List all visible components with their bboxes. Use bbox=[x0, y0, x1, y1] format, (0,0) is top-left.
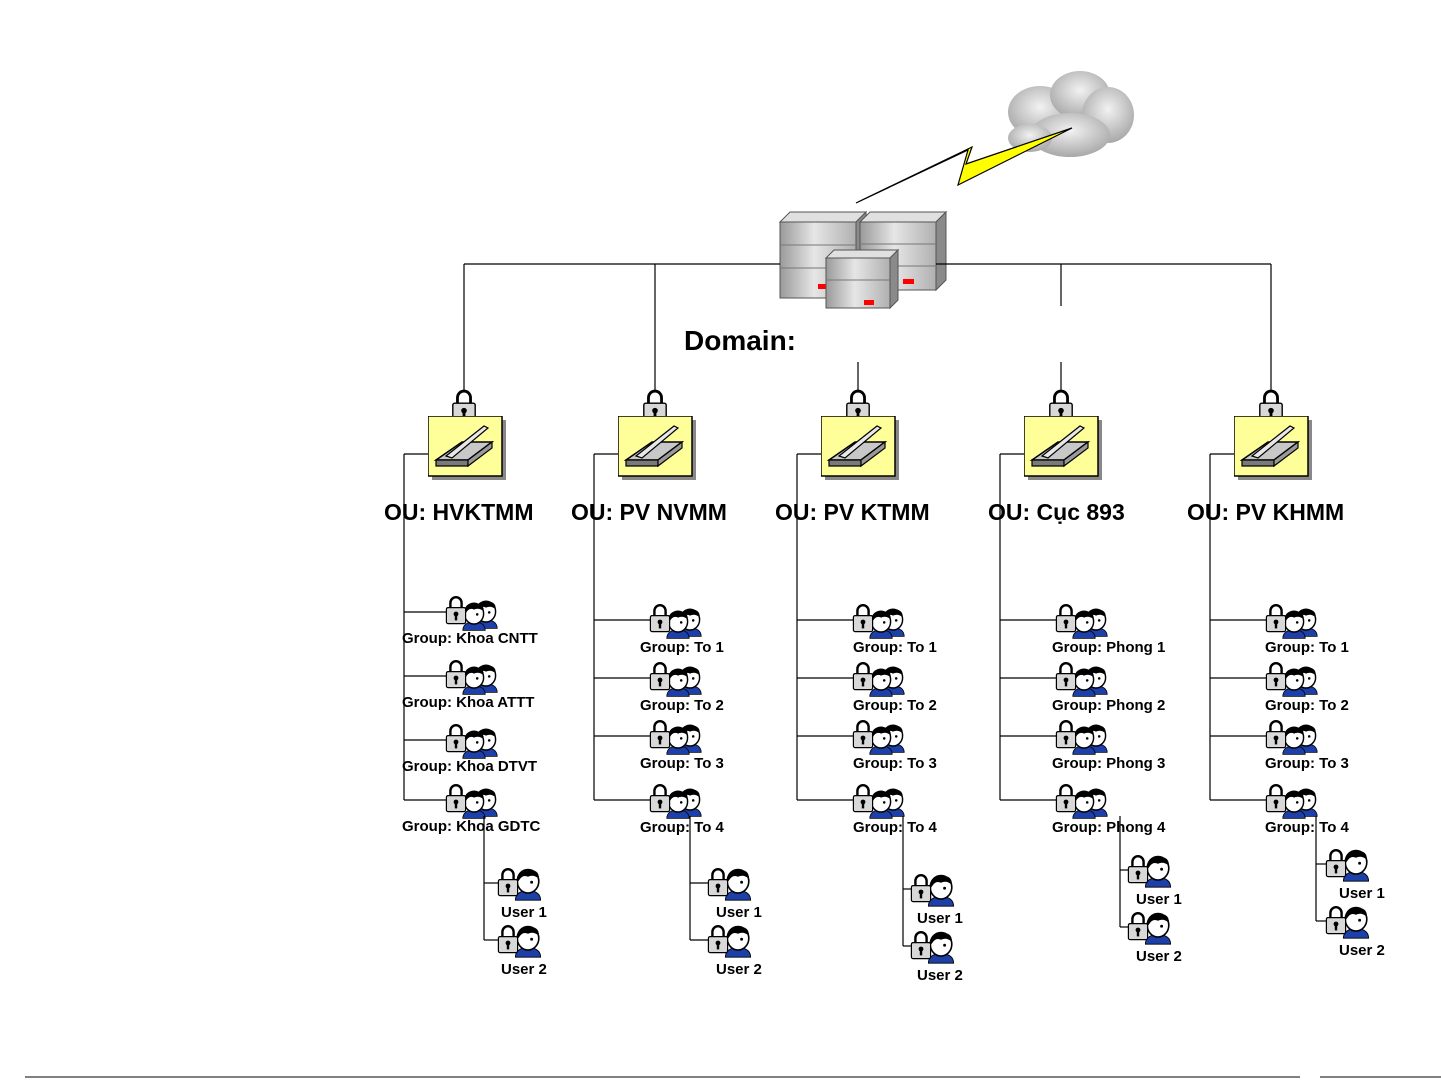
group-lock-icon bbox=[650, 663, 701, 696]
user-label: User 2 bbox=[917, 967, 963, 984]
ou-label: OU: Cục 893 bbox=[988, 499, 1125, 525]
group-lock-icon bbox=[1266, 721, 1317, 754]
ou-label: OU: HVKTMM bbox=[384, 499, 533, 525]
user-lock-icon bbox=[1326, 907, 1368, 938]
user-lock-icon bbox=[1128, 856, 1170, 887]
group-lock-icon bbox=[1266, 605, 1317, 638]
group-lock-icon bbox=[1056, 785, 1107, 818]
domain-label: Domain: bbox=[684, 325, 796, 356]
ou-folder-icon bbox=[821, 416, 900, 481]
group-label: Group: To 2 bbox=[853, 697, 937, 714]
ou-column: OU: HVKTMM Group: Khoa CNTT Group: Khoa AT… bbox=[384, 389, 547, 978]
group-lock-icon bbox=[446, 785, 497, 818]
user-lock-icon bbox=[1326, 850, 1368, 881]
group-label: Group: To 4 bbox=[1265, 819, 1350, 836]
group-label: Group: To 1 bbox=[640, 639, 724, 656]
domain-connectors bbox=[463, 263, 1272, 392]
user-label: User 2 bbox=[716, 961, 762, 978]
ou-column: OU: PV KTMM Group: To 1 Group: To 2 Group: … bbox=[775, 389, 963, 984]
group-label: Group: Khoa DTVT bbox=[402, 758, 537, 775]
group-label: Group: Phong 4 bbox=[1052, 819, 1166, 836]
ou-folder-icon bbox=[1024, 416, 1103, 481]
user-label: User 2 bbox=[1339, 942, 1385, 959]
user-label: User 1 bbox=[501, 904, 547, 921]
user-lock-icon bbox=[708, 869, 750, 900]
group-label: Group: To 1 bbox=[853, 639, 937, 656]
user-lock-icon bbox=[708, 926, 750, 957]
user-label: User 1 bbox=[1136, 891, 1182, 908]
ou-columns: OU: HVKTMM Group: Khoa CNTT Group: Khoa AT… bbox=[384, 389, 1385, 984]
group-label: Group: To 3 bbox=[853, 755, 937, 772]
user-label: User 1 bbox=[716, 904, 762, 921]
ou-column: OU: PV KHMM Group: To 1 Group: To 2 Group: … bbox=[1187, 389, 1385, 959]
ou-label: OU: PV KTMM bbox=[775, 499, 930, 525]
group-label: Group: To 2 bbox=[640, 697, 724, 714]
group-lock-icon bbox=[650, 605, 701, 638]
ou-label: OU: PV NVMM bbox=[571, 499, 727, 525]
group-lock-icon bbox=[1056, 605, 1107, 638]
ou-folder-icon bbox=[1234, 416, 1313, 481]
group-lock-icon bbox=[1056, 663, 1107, 696]
user-lock-icon bbox=[498, 926, 540, 957]
group-lock-icon bbox=[853, 721, 904, 754]
user-lock-icon bbox=[498, 869, 540, 900]
group-lock-icon bbox=[853, 663, 904, 696]
user-lock-icon bbox=[1128, 913, 1170, 944]
user-lock-icon bbox=[911, 875, 953, 906]
group-label: Group: To 3 bbox=[1265, 755, 1349, 772]
user-lock-icon bbox=[911, 932, 953, 963]
group-label: Group: Phong 1 bbox=[1052, 639, 1165, 656]
user-label: User 1 bbox=[1339, 885, 1385, 902]
group-lock-icon bbox=[1056, 721, 1107, 754]
group-label: Group: To 4 bbox=[640, 819, 725, 836]
group-lock-icon bbox=[853, 605, 904, 638]
group-label: Group: Phong 3 bbox=[1052, 755, 1165, 772]
group-label: Group: Khoa ATTT bbox=[402, 694, 534, 711]
ou-label: OU: PV KHMM bbox=[1187, 499, 1344, 525]
group-label: Group: To 4 bbox=[853, 819, 938, 836]
ou-folder-icon bbox=[428, 416, 507, 481]
group-label: Group: To 2 bbox=[1265, 697, 1349, 714]
server-cluster-icon bbox=[778, 210, 948, 310]
group-lock-icon bbox=[1266, 663, 1317, 696]
group-lock-icon bbox=[446, 597, 497, 630]
group-lock-icon bbox=[446, 661, 497, 694]
group-lock-icon bbox=[853, 785, 904, 818]
group-label: Group: To 3 bbox=[640, 755, 724, 772]
group-label: Group: Khoa CNTT bbox=[402, 630, 538, 647]
ou-column: OU: PV NVMM Group: To 1 Group: To 2 Group: … bbox=[571, 389, 762, 978]
group-lock-icon bbox=[650, 785, 701, 818]
group-lock-icon bbox=[1266, 785, 1317, 818]
group-label: Group: Phong 2 bbox=[1052, 697, 1165, 714]
group-label: Group: To 1 bbox=[1265, 639, 1349, 656]
lightning-icon bbox=[855, 127, 1073, 204]
user-label: User 1 bbox=[917, 910, 963, 927]
group-lock-icon bbox=[650, 721, 701, 754]
user-label: User 2 bbox=[501, 961, 547, 978]
cloud-icon bbox=[1008, 71, 1134, 157]
group-lock-icon bbox=[446, 725, 497, 758]
group-label: Group: Khoa GDTC bbox=[402, 818, 540, 835]
ou-folder-icon bbox=[618, 416, 697, 481]
user-label: User 2 bbox=[1136, 948, 1182, 965]
